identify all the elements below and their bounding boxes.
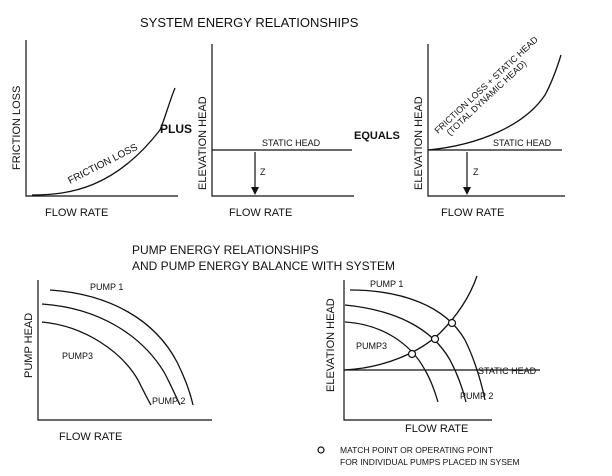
pump2-label: PUMP 2 (152, 396, 185, 406)
pump-axes (37, 280, 212, 421)
system-title: SYSTEM ENERGY RELATIONSHIPS (140, 15, 359, 30)
elevation-ylabel: ELEVATION HEAD (197, 96, 209, 190)
pump-title-line2: AND PUMP ENERGY BALANCE WITH SYSTEM (132, 259, 395, 273)
match-point-legend: MATCH POINT OR OPERATING POINT FOR INDIV… (317, 445, 520, 467)
balance-xlabel: FLOW RATE (405, 423, 468, 435)
pump3-label: PUMP3 (62, 351, 93, 361)
total-dynamic-head-curve (427, 54, 562, 151)
pump-ylabel: PUMP HEAD (23, 313, 35, 378)
equals-operator: EQUALS (354, 130, 400, 142)
match-point (430, 334, 440, 344)
pump3-curve (41, 321, 152, 406)
balance-panel: ELEVATION HEAD FLOW RATE PUMP 1 PUMP 2 P… (325, 275, 540, 435)
total-z-label: Z (473, 167, 479, 177)
pump-curves-panel: PUMP HEAD FLOW RATE PUMP 1 PUMP 2 PUMP3 (23, 280, 212, 443)
pump-xlabel: FLOW RATE (59, 431, 122, 443)
legend-line2: FOR INDIVIDUAL PUMPS PLACED IN SYSEM (340, 457, 520, 467)
balance-ylabel: ELEVATION HEAD (325, 298, 337, 392)
pump2-curve (41, 303, 181, 406)
friction-loss-curve (31, 87, 176, 196)
friction-ylabel: FRICTION LOSS (11, 86, 23, 170)
balance-pump3-curve (344, 321, 439, 403)
elevation-panel: ELEVATION HEAD FLOW RATE STATIC HEAD Z (197, 44, 354, 219)
balance-pump3-label: PUMP3 (356, 341, 387, 351)
total-ylabel: ELEVATION HEAD (413, 96, 425, 190)
balance-pump2-curve (344, 304, 467, 403)
pump-title-line1: PUMP ENERGY RELATIONSHIPS (132, 243, 319, 257)
legend-line1: MATCH POINT OR OPERATING POINT (340, 445, 493, 455)
elevation-z-label: Z (260, 167, 266, 177)
balance-axes (343, 280, 492, 421)
balance-system-curve (343, 275, 478, 371)
total-axes (427, 44, 565, 197)
friction-xlabel: FLOW RATE (45, 207, 108, 219)
balance-pump1-curve (349, 289, 486, 401)
total-head-panel: ELEVATION HEAD FLOW RATE STATIC HEAD Z F… (413, 34, 565, 219)
balance-pump2-label: PUMP 2 (460, 391, 493, 401)
plus-operator: PLUS (160, 122, 192, 136)
friction-axes (25, 40, 178, 197)
legend-marker (317, 446, 325, 454)
match-points (407, 318, 457, 359)
friction-loss-panel: FRICTION LOSS FLOW RATE FRICTION LOSS (11, 40, 178, 219)
pump1-curve (49, 289, 194, 406)
elevation-static-head-label: STATIC HEAD (262, 138, 321, 148)
total-static-head-label: STATIC HEAD (493, 138, 552, 148)
total-curve-label-1: FRICTION LOSS + STATIC HEAD (433, 34, 541, 135)
total-curve-label-2: (TOTAL DYNAMIC HEAD) (445, 58, 529, 137)
pump1-label: PUMP 1 (90, 282, 123, 292)
match-point (407, 349, 417, 359)
elevation-xlabel: FLOW RATE (229, 207, 292, 219)
balance-pump1-label: PUMP 1 (370, 279, 403, 289)
balance-static-head-label: STATIC HEAD (478, 366, 537, 376)
total-xlabel: FLOW RATE (441, 207, 504, 219)
elevation-axes (211, 44, 354, 197)
match-point (447, 318, 457, 328)
